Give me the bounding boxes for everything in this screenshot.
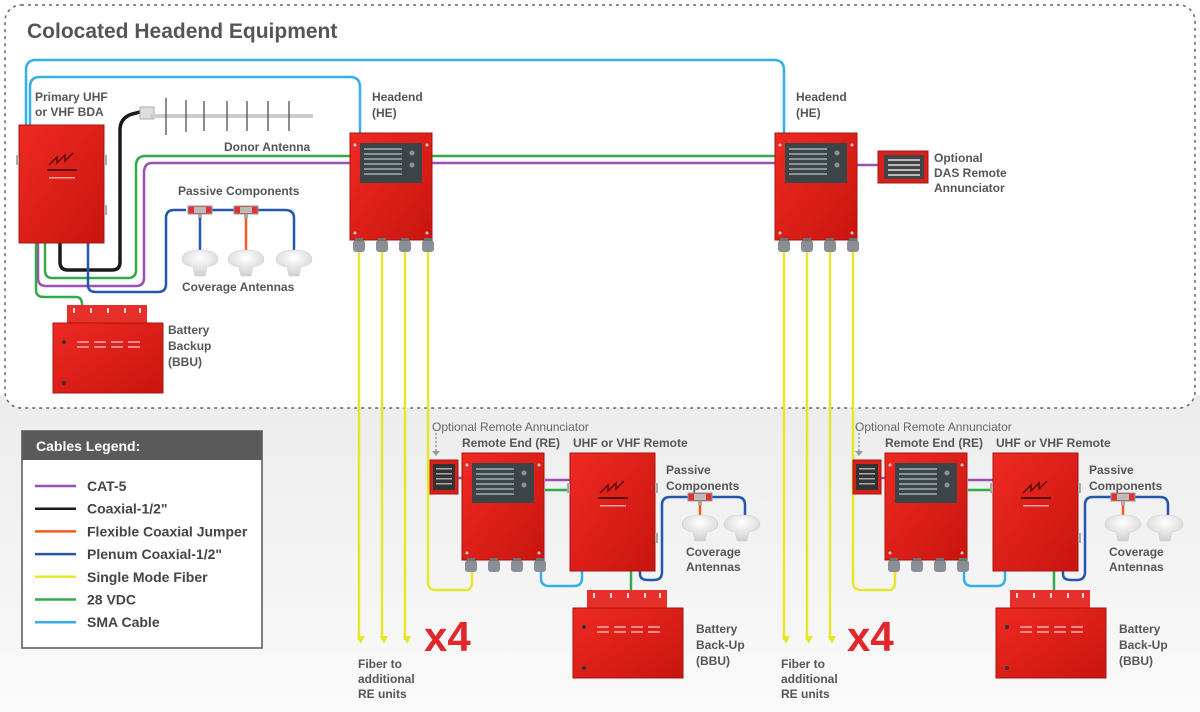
das-annunciator-label: Optional [934, 151, 983, 165]
coverage-antennas [181, 249, 313, 277]
passive-components-label: Components [666, 479, 740, 493]
fiber-note: RE units [358, 687, 407, 701]
uhf-vhf-remote [989, 452, 1082, 572]
legend-item-label: SMA Cable [87, 614, 160, 630]
vdc28-cable [968, 488, 1056, 590]
das-annunciator-label: DAS Remote [934, 166, 1007, 180]
passive-components-label: Passive Components [178, 184, 300, 198]
fiber-note: additional [781, 672, 838, 686]
battery-label: Battery [1119, 622, 1161, 636]
uhf-vhf-remote-label: UHF or VHF Remote [573, 436, 688, 450]
fiber-note: RE units [781, 687, 830, 701]
optional-annunciator-label: Optional Remote Annunciator [855, 420, 1012, 434]
legend-title: Cables Legend: [36, 438, 140, 454]
remote-group-1: Optional Remote Annunciator Remote End (… [358, 420, 761, 701]
legend-item-label: CAT-5 [87, 478, 127, 494]
plenum-coax-cable [1061, 495, 1170, 582]
page-title: Colocated Headend Equipment [27, 20, 337, 43]
cat5-cable [458, 476, 570, 482]
bda-label: Primary UHF [35, 90, 108, 104]
legend-item-label: 28 VDC [87, 592, 136, 608]
remote-end-label: Remote End (RE) [462, 436, 560, 450]
uhf-vhf-remote-label: UHF or VHF Remote [996, 436, 1111, 450]
remote-annunciator [852, 459, 882, 495]
cat5-cable [881, 476, 993, 482]
sma-cable [539, 570, 584, 588]
sma-cable [28, 75, 362, 133]
plenum-coax-cable [638, 495, 747, 582]
legend-item-label: Flexible Coaxial Jumper [87, 523, 248, 539]
donor-antenna-label: Donor Antenna [224, 140, 311, 154]
remote-end [885, 453, 969, 572]
headend-label: Headend [372, 90, 423, 104]
battery-label: (BBU) [696, 654, 730, 668]
coax-half-cable [58, 108, 149, 272]
headend-1 [350, 133, 434, 252]
optional-annunciator-label: Optional Remote Annunciator [432, 420, 589, 434]
remote-annunciator [429, 459, 459, 495]
legend-item-label: Coaxial-1/2" [87, 501, 168, 517]
fiber-note: Fiber to [358, 657, 402, 671]
battery-backup [572, 589, 684, 679]
battery-backup [52, 304, 164, 394]
remote-group-2: Optional Remote Annunciator Remote End (… [781, 420, 1184, 701]
passive-components-label: Passive [1089, 463, 1134, 477]
vdc28-battery-cable [34, 243, 84, 306]
coverage-antennas-label: Antennas [686, 560, 741, 574]
colocated-headend-boundary [4, 4, 1196, 409]
battery-backup [995, 589, 1107, 679]
fiber-note: additional [358, 672, 415, 686]
remote-end-label: Remote End (RE) [885, 436, 983, 450]
das-remote-annunciator [877, 150, 929, 184]
battery-label: Back-Up [696, 638, 745, 652]
fiber-note: Fiber to [781, 657, 825, 671]
legend-item-label: Plenum Coaxial-1/2" [87, 546, 222, 562]
sma-cable [962, 570, 1007, 588]
uhf-vhf-remote [566, 452, 659, 572]
sma-cable [24, 58, 786, 133]
passive-components-label: Passive [666, 463, 711, 477]
primary-bda [15, 124, 108, 244]
passive-components-label: Components [1089, 479, 1163, 493]
headend-label: (HE) [796, 106, 821, 120]
headend-2 [775, 133, 859, 252]
remote-end [462, 453, 546, 572]
coverage-antennas-label: Coverage Antennas [182, 280, 295, 294]
multiplier-x4: x4 [424, 613, 471, 660]
coverage-antennas-label: Coverage [686, 545, 741, 559]
vdc28-cable [545, 488, 633, 590]
coverage-antennas-label: Coverage [1109, 545, 1164, 559]
legend-item-label: Single Mode Fiber [87, 569, 208, 585]
battery-label: Backup [168, 339, 211, 353]
battery-label: (BBU) [168, 355, 202, 369]
headend-label: Headend [796, 90, 847, 104]
battery-label: Battery [168, 323, 210, 337]
headend-cables [24, 58, 897, 644]
battery-label: (BBU) [1119, 654, 1153, 668]
coverage-antennas-label: Antennas [1109, 560, 1164, 574]
headend-label: (HE) [372, 106, 397, 120]
battery-label: Battery [696, 622, 738, 636]
donor-antenna [139, 98, 313, 135]
bda-label: or VHF BDA [35, 105, 104, 119]
das-annunciator-label: Annunciator [934, 181, 1005, 195]
multiplier-x4: x4 [847, 613, 894, 660]
cat5-cable [36, 161, 878, 288]
battery-label: Back-Up [1119, 638, 1168, 652]
